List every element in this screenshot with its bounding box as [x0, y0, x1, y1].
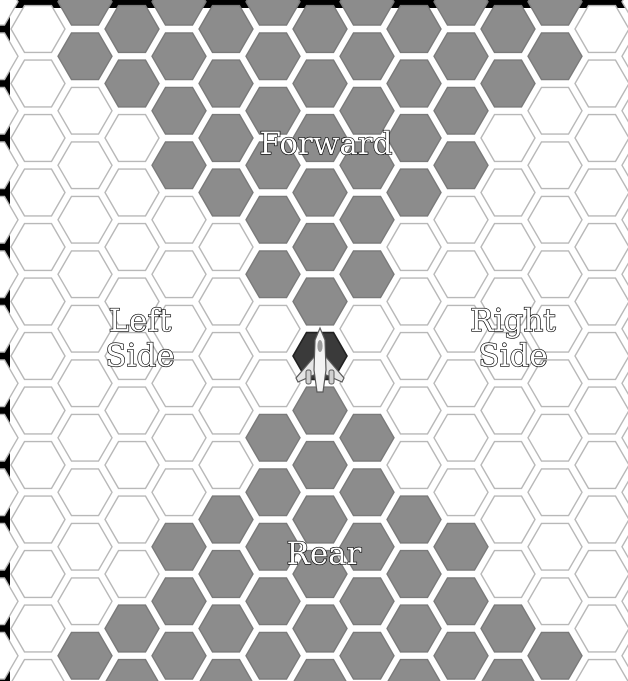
rear-arc-label: Rear	[287, 536, 362, 572]
right-side-arc-label-line1: Right	[470, 303, 556, 339]
left-side-arc-label-line1: Left	[109, 303, 172, 339]
left-side-arc-label-line2: Side	[105, 338, 174, 374]
right-side-arc-label-line2: Side	[478, 338, 547, 374]
forward-arc-label: Forward	[260, 126, 393, 162]
